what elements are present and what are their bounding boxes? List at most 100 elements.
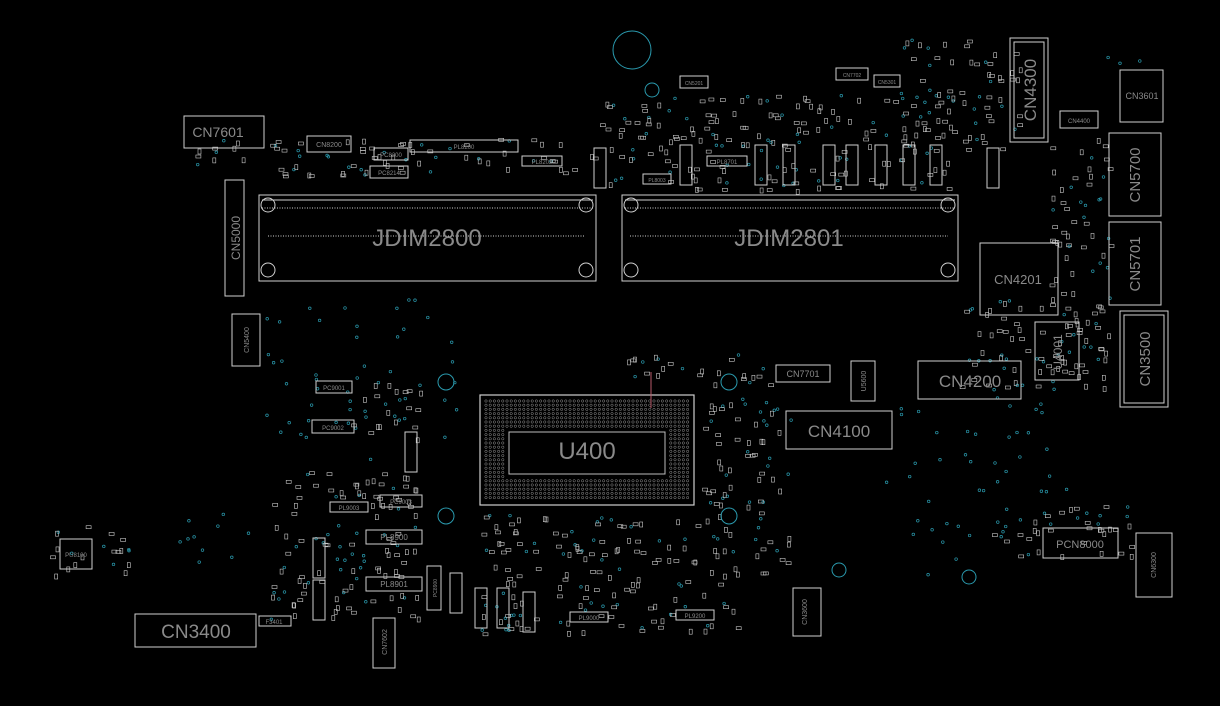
cn6300-connector[interactable]: CN6300 xyxy=(1135,532,1173,598)
component-label: CN7701 xyxy=(786,369,819,379)
pcn8000-connector[interactable]: PCN8000 xyxy=(1042,527,1119,559)
component-label: PL8200 xyxy=(454,145,475,151)
component-label: U4001 xyxy=(1051,334,1065,370)
u400-cpu[interactable]: U400 xyxy=(479,372,695,506)
component-label: PC9002 xyxy=(322,426,344,432)
component-label: CN4400 xyxy=(1068,119,1091,125)
cn4400-connector[interactable]: CN4400 xyxy=(1059,110,1099,129)
cn7701-connector[interactable]: CN7701 xyxy=(775,364,831,383)
cn7601-connector[interactable]: CN7601 xyxy=(183,115,265,149)
cn4100-connector[interactable]: CN4100 xyxy=(785,410,893,450)
pc8214-capacitor[interactable]: PC8214 xyxy=(369,165,409,179)
component-label: PC9001 xyxy=(323,386,345,392)
small-components: CN4400 CN8200 CN5400 CN7701 U5600 CN3600… xyxy=(59,67,1173,669)
component-label: PL9200 xyxy=(685,614,706,620)
pl8202-inductor[interactable]: PL8202 xyxy=(521,155,563,167)
component-label: CN7601 xyxy=(192,124,244,140)
pl9000-inductor[interactable]: PL9000 xyxy=(569,611,609,623)
component-label: PL8202 xyxy=(532,160,553,166)
mounting-holes xyxy=(437,30,977,585)
cn4201-connector[interactable]: CN4201 xyxy=(979,242,1059,316)
cn5000-connector[interactable]: CN5000 xyxy=(224,179,245,297)
jdim2801-slot[interactable]: JDIM2801 xyxy=(621,194,959,282)
component-label: JDIM2801 xyxy=(734,225,843,252)
component-label: PCN8000 xyxy=(1056,539,1104,551)
component-label: CN3500 xyxy=(1137,331,1154,386)
capacitor-columns xyxy=(312,144,1000,633)
cn3600-connector[interactable]: CN3600 xyxy=(792,587,822,637)
component-label: PL9000 xyxy=(579,616,600,622)
cn3400-connector[interactable]: CN3400 xyxy=(134,613,257,648)
mounting-hole xyxy=(644,82,660,98)
component-label: CN5700 xyxy=(1127,147,1144,202)
component-label: PC9003 xyxy=(390,500,412,506)
component-label: PL9003 xyxy=(339,506,360,512)
component-label: CN5301 xyxy=(878,80,897,86)
mounting-hole xyxy=(720,507,738,525)
component-label: CN3601 xyxy=(1125,91,1158,101)
mounting-hole xyxy=(961,569,977,585)
component-label: CN3400 xyxy=(161,622,231,643)
component-label: CN5400 xyxy=(244,327,251,353)
component-label: PL8701 xyxy=(717,160,738,166)
pc8900-capacitor[interactable]: PC8900 xyxy=(426,565,442,611)
pl8003-inductor[interactable]: PL8003 xyxy=(642,173,672,185)
pc8200-capacitor[interactable]: PC8200 xyxy=(373,147,409,161)
component-label: CN4201 xyxy=(994,272,1042,287)
mounting-hole xyxy=(437,373,455,391)
component-label: PL8900 xyxy=(380,533,408,542)
cn5400-connector[interactable]: CN5400 xyxy=(231,313,261,367)
via-layer xyxy=(56,38,1142,633)
mounting-hole xyxy=(720,373,738,391)
component-label: PL8901 xyxy=(380,580,408,589)
component-label: PC8200 xyxy=(380,153,402,159)
component-label: CN4100 xyxy=(808,422,870,441)
pu8100-chip[interactable]: PU8100 xyxy=(59,538,93,570)
component-label: CN5701 xyxy=(1127,236,1144,291)
cn4200-connector[interactable]: CN4200 xyxy=(917,360,1022,400)
component-label: CN7602 xyxy=(382,629,389,655)
pc9001-capacitor[interactable]: PC9001 xyxy=(315,380,353,394)
pl9200-inductor[interactable]: PL9200 xyxy=(675,609,715,621)
cn5701-connector[interactable]: CN5701 xyxy=(1108,221,1162,306)
pl9003-inductor[interactable]: PL9003 xyxy=(329,501,369,513)
pc9002-capacitor[interactable]: PC9002 xyxy=(311,419,355,434)
component-label: CN3600 xyxy=(802,599,809,625)
mounting-hole xyxy=(831,562,847,578)
component-label: PC8900 xyxy=(433,579,439,597)
mounting-hole xyxy=(437,507,455,525)
u4001-chip[interactable]: U4001 xyxy=(1034,321,1080,381)
component-label: CN5000 xyxy=(229,216,243,260)
cn3601-connector[interactable]: CN3601 xyxy=(1119,69,1164,123)
cn5700-connector[interactable]: CN5700 xyxy=(1108,132,1162,217)
pl8901-inductor[interactable]: PL8901 xyxy=(365,576,423,592)
pl8900-inductor[interactable]: PL8900 xyxy=(365,529,423,545)
f3401-fuse[interactable]: F3401 xyxy=(258,615,292,627)
u5600-chip[interactable]: U5600 xyxy=(850,360,876,402)
cn7602-connector[interactable]: CN7602 xyxy=(372,617,396,669)
cn4300-connector[interactable]: CN4300 xyxy=(1009,37,1049,143)
component-label: CN7702 xyxy=(843,73,862,79)
component-label: CN4300 xyxy=(1021,59,1040,121)
component-label: CN4200 xyxy=(939,372,1001,391)
component-label: JDIM2800 xyxy=(372,225,481,252)
component-label: CN5201 xyxy=(685,81,704,87)
cn8200-connector[interactable]: CN8200 xyxy=(306,135,352,153)
pc9003-capacitor[interactable]: PC9003 xyxy=(379,494,423,508)
jdim2800-slot[interactable]: JDIM2800 xyxy=(258,194,597,282)
component-label: U400 xyxy=(558,438,615,465)
component-label: F3401 xyxy=(265,620,283,626)
cn7702-connector[interactable]: CN7702 xyxy=(835,67,869,81)
cn3500-connector[interactable]: CN3500 xyxy=(1119,310,1169,408)
cn5201-connector[interactable]: CN5201 xyxy=(679,75,709,89)
component-label: CN6300 xyxy=(1151,552,1158,578)
smd-pad-layer xyxy=(50,39,1135,637)
pl8200-inductor[interactable]: PL8200 xyxy=(409,139,519,153)
component-label: CN8200 xyxy=(316,142,342,149)
component-label: PC8214 xyxy=(378,171,400,177)
component-label: PU8100 xyxy=(65,553,87,559)
pl8701-inductor[interactable]: PL8701 xyxy=(706,155,748,167)
cn5301-connector[interactable]: CN5301 xyxy=(873,74,901,88)
mounting-hole xyxy=(612,30,652,70)
